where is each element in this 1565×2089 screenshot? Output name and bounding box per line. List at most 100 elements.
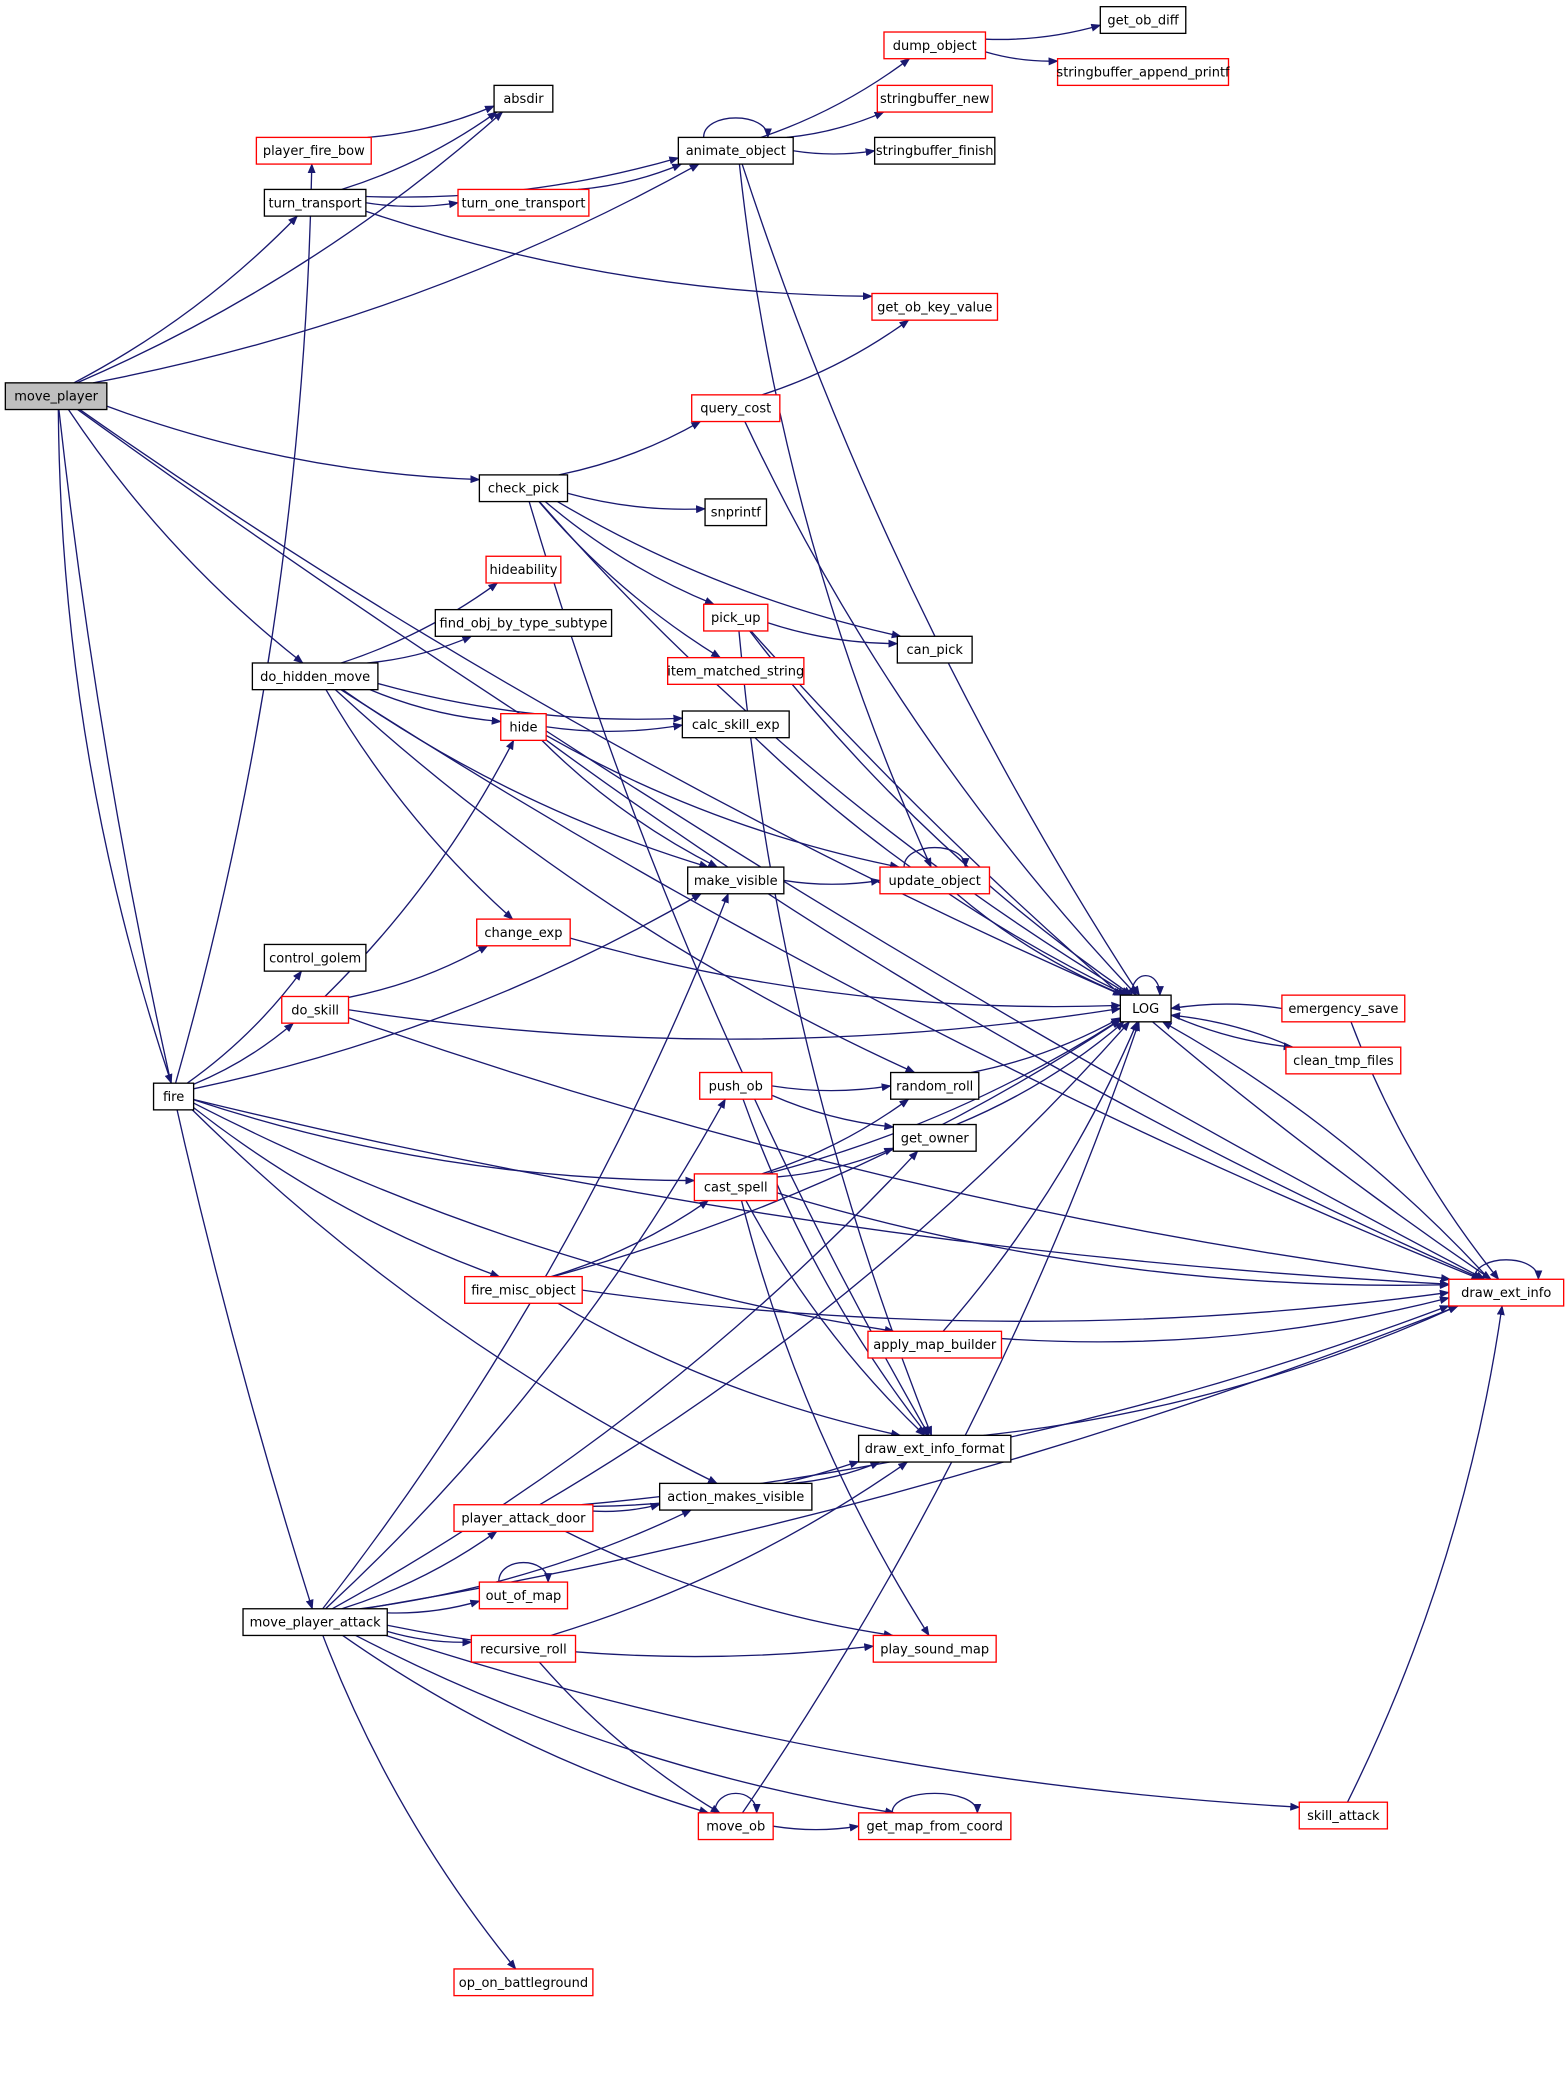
node-dump_object[interactable]: dump_object [883,31,987,60]
edge-get_owner-to-LOG [956,1021,1125,1126]
edge-recursive_roll-to-move_ob [538,1661,721,1814]
node-cast_spell[interactable]: cast_spell [693,1173,778,1202]
node-hide[interactable]: hide [500,713,547,742]
node-label: calc_skill_exp [692,718,780,733]
node-hideability[interactable]: hideability [485,555,562,584]
node-box [478,474,569,503]
edge-move_player_attack-to-make_visible [322,892,729,1610]
node-move_player_attack[interactable]: move_player_attack [242,1608,388,1637]
edge-move_player-to-fire [57,409,173,1085]
edge-fire-to-action_makes_visible [191,1109,718,1484]
node-emergency_save[interactable]: emergency_save [1281,994,1406,1023]
node-turn_transport[interactable]: turn_transport [263,188,367,217]
node-play_sound_map[interactable]: play_sound_map [872,1634,997,1663]
edge-draw_ext_info_format-to-draw_ext_info [983,1305,1459,1437]
node-box [872,1634,997,1663]
edge-move_player-to-turn_transport [73,215,298,384]
edge-calc_skill_exp-to-LOG [754,737,1128,996]
node-get_map_from_coord[interactable]: get_map_from_coord [857,1812,1012,1841]
node-apply_map_builder[interactable]: apply_map_builder [867,1330,1003,1359]
node-op_on_battleground[interactable]: op_on_battleground [453,1968,594,1997]
node-draw_ext_info_format[interactable]: draw_ext_info_format [857,1434,1012,1463]
node-box [476,918,571,947]
node-draw_ext_info[interactable]: draw_ext_info [1448,1278,1565,1307]
node-box [453,1968,594,1997]
node-change_exp[interactable]: change_exp [476,918,571,947]
node-label: out_of_map [486,1589,562,1604]
node-label: change_exp [484,926,562,941]
node-label: fire [163,1090,184,1105]
node-label: get_ob_key_value [877,300,992,315]
edge-check_pick-to-can_pick [557,501,902,639]
node-box [687,866,785,895]
node-fire[interactable]: fire [152,1082,195,1111]
edge-make_visible-to-update_object [783,877,881,886]
node-update_object[interactable]: update_object [879,866,991,895]
node-item_matched_string[interactable]: item_matched_string [666,656,805,685]
edge-turn_one_transport-to-animate_object [577,163,683,191]
node-recursive_roll[interactable]: recursive_roll [470,1634,577,1663]
node-clean_tmp_files[interactable]: clean_tmp_files [1285,1046,1402,1075]
node-check_pick[interactable]: check_pick [478,474,569,503]
edge-apply_map_builder-to-LOG [942,1020,1138,1332]
edge-fire-to-control_golem [186,970,303,1084]
node-box [1448,1278,1565,1307]
node-stringbuffer_append_printf[interactable]: stringbuffer_append_printf [1056,58,1230,87]
node-get_owner[interactable]: get_owner [892,1123,977,1152]
node-stringbuffer_new[interactable]: stringbuffer_new [876,84,993,113]
edge-pick_up-to-draw_ext_info_format [738,630,933,1437]
node-label: move_ob [706,1820,765,1835]
edge-cast_spell-to-play_sound_map [740,1200,930,1637]
edge-check_pick-to-draw_ext_info_format [528,501,930,1437]
node-box [883,31,987,60]
node-do_hidden_move[interactable]: do_hidden_move [251,662,379,691]
node-player_attack_door[interactable]: player_attack_door [453,1504,594,1533]
node-absdir[interactable]: absdir [493,84,554,113]
node-label: absdir [503,92,544,107]
node-box [1285,1046,1402,1075]
edge-move_ob-to-move_ob [714,1792,761,1814]
edge-pick_up-to-LOG [749,630,1133,996]
node-box [464,1275,583,1304]
node-label: make_visible [694,874,778,889]
node-query_cost[interactable]: query_cost [691,394,781,423]
edge-query_cost-to-LOG [744,421,1138,996]
node-find_obj_by_type_subtype[interactable]: find_obj_by_type_subtype [434,608,613,637]
node-LOG[interactable]: LOG [1119,994,1172,1023]
node-snprintf[interactable]: snprintf [704,498,768,527]
edge-pick_up-to-can_pick [767,622,899,648]
node-skill_attack[interactable]: skill_attack [1298,1801,1389,1830]
node-label: do_skill [291,1003,339,1018]
node-turn_one_transport[interactable]: turn_one_transport [457,188,590,217]
node-get_ob_key_value[interactable]: get_ob_key_value [871,292,999,321]
node-label: stringbuffer_new [880,92,990,107]
node-can_pick[interactable]: can_pick [896,635,973,664]
node-player_fire_bow[interactable]: player_fire_bow [255,136,372,165]
edge-do_hidden_move-to-random_roll [334,689,916,1074]
node-get_ob_diff[interactable]: get_ob_diff [1099,6,1187,35]
node-do_skill[interactable]: do_skill [281,995,350,1024]
node-random_roll[interactable]: random_roll [889,1071,980,1100]
node-fire_misc_object[interactable]: fire_misc_object [464,1275,583,1304]
node-move_ob[interactable]: move_ob [697,1812,774,1841]
node-make_visible[interactable]: make_visible [687,866,785,895]
edge-move_player-to-move_player_attack [58,409,314,1610]
node-calc_skill_exp[interactable]: calc_skill_exp [681,710,790,739]
node-box [4,382,108,411]
node-box [658,1482,813,1511]
node-action_makes_visible[interactable]: action_makes_visible [658,1482,813,1511]
node-label: random_roll [896,1079,973,1094]
node-label: update_object [889,874,981,889]
node-label: recursive_roll [480,1642,567,1657]
node-stringbuffer_finish[interactable]: stringbuffer_finish [873,136,996,165]
edge-animate_object-to-dump_object [760,58,911,139]
node-push_ob[interactable]: push_ob [699,1071,773,1100]
node-label: draw_ext_info [1461,1286,1551,1301]
node-control_golem[interactable]: control_golem [263,943,367,972]
edge-apply_map_builder-to-draw_ext_info [1001,1296,1450,1343]
node-pick_up[interactable]: pick_up [703,603,769,632]
edge-move_player_attack-to-move_ob [342,1634,710,1815]
edge-move_player_attack-to-get_owner [331,1150,919,1610]
node-animate_object[interactable]: animate_object [677,136,794,165]
node-out_of_map[interactable]: out_of_map [478,1581,569,1610]
